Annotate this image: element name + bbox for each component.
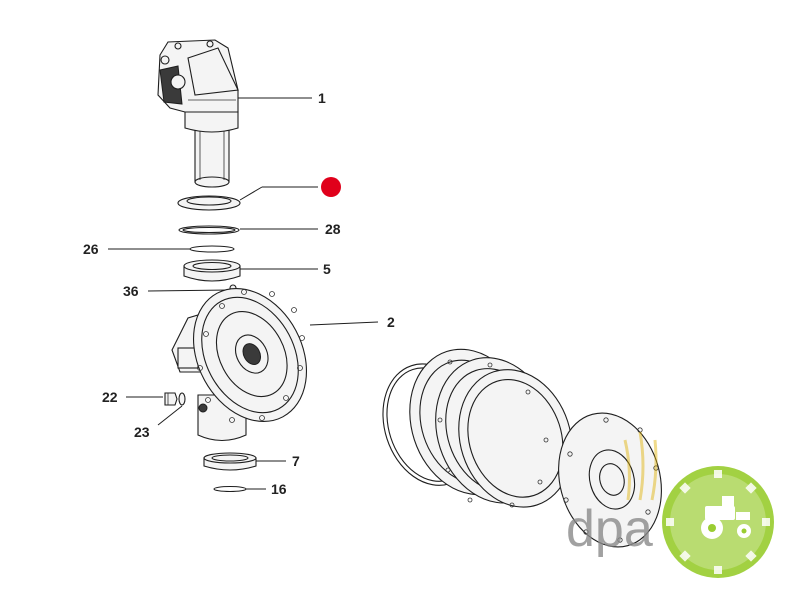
part-26-snap-ring[interactable]: [189, 245, 235, 253]
leader-line-23: [157, 405, 183, 426]
callout-1: 1: [318, 90, 326, 106]
part-5-bearing[interactable]: [183, 259, 241, 282]
leader-line-2: [309, 321, 379, 326]
watermark-badge: [623, 431, 774, 578]
part-7-lower-seal[interactable]: [203, 452, 257, 471]
part-28-o-ring[interactable]: [178, 225, 240, 235]
callout-36: 36: [123, 283, 139, 299]
wheat-icon: [623, 431, 658, 501]
leader-line-seal-a: [239, 186, 263, 201]
callout-5: 5: [323, 261, 331, 277]
callout-22: 22: [102, 389, 118, 405]
part-23-washer[interactable]: [178, 392, 186, 406]
callout-23: 23: [134, 424, 150, 440]
part-2-lower-housing[interactable]: [171, 269, 329, 442]
part-1-upper-housing[interactable]: [157, 39, 239, 188]
part-16-circlip[interactable]: [213, 485, 247, 493]
part-seal-ring[interactable]: [177, 195, 241, 211]
callout-28: 28: [325, 221, 341, 237]
callout-26: 26: [83, 241, 99, 257]
leader-line-36: [147, 289, 231, 292]
gasket-disc-stack: [382, 348, 573, 508]
callout-2: 2: [387, 314, 395, 330]
watermark-text: dpa: [566, 500, 653, 558]
callout-16: 16: [271, 481, 287, 497]
callout-7: 7: [292, 453, 300, 469]
highlight-marker: [321, 177, 341, 197]
part-22-bolt[interactable]: [164, 392, 178, 406]
hub-flange-disc: [558, 412, 662, 548]
